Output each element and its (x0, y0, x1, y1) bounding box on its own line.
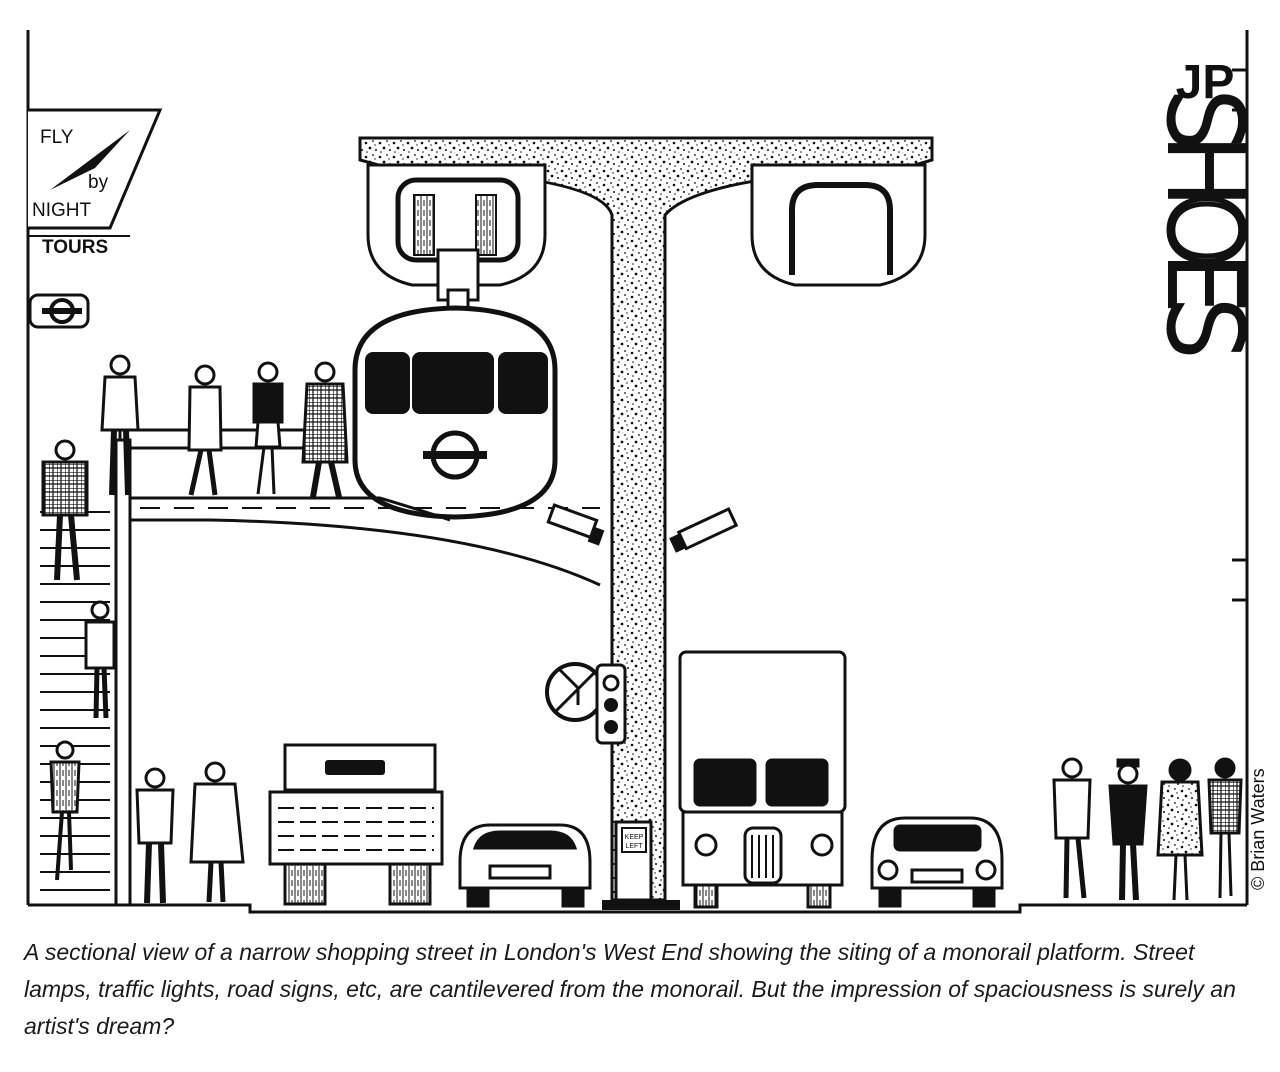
traffic-light (595, 663, 627, 745)
pedestrian (135, 767, 175, 904)
keep-left-bollard: KEEP LEFT (614, 820, 653, 902)
pedestrians-stairs (41, 439, 116, 881)
lorry (268, 743, 444, 906)
shop-logo: JP (1176, 56, 1235, 109)
airline-tours: TOURS (42, 237, 108, 258)
jp-shoes-sign: JP SHOES (1144, 56, 1266, 602)
pedestrian (252, 361, 284, 495)
pedestrian (301, 361, 349, 498)
pedestrian (1052, 757, 1092, 899)
pedestrian (100, 354, 140, 496)
fly-by-night-tours-sign: FLY by NIGHT TOURS (28, 108, 163, 258)
pedestrian (1108, 758, 1148, 901)
right-rail-beam (750, 163, 927, 287)
figure-caption: A sectional view of a narrow shopping st… (24, 939, 1236, 1039)
pedestrian (84, 600, 116, 719)
monorail-car (352, 288, 558, 520)
pedestrian (1156, 758, 1204, 901)
keep-left-text-2: LEFT (625, 843, 643, 850)
pedestrians-street-left (135, 761, 245, 904)
pedestrian (1207, 757, 1243, 899)
car-left (458, 823, 592, 908)
van (678, 650, 847, 909)
left-rail-beam (366, 163, 547, 302)
pedestrians-platform (100, 354, 349, 498)
airline-line-2: by (88, 172, 109, 193)
artist-credit: © Brian Waters (1248, 768, 1268, 890)
monorail-street-section-illustration: KEEP LEFT (26, 30, 1266, 914)
no-turn-road-sign (545, 662, 605, 722)
column-base (602, 900, 680, 910)
shop-word: SHOES (1147, 88, 1264, 353)
pedestrian (41, 439, 89, 581)
airline-line-3: NIGHT (32, 200, 92, 221)
street-lamp-left (546, 503, 605, 546)
pedestrian (49, 740, 81, 881)
airline-line-1: FLY (40, 127, 74, 148)
underground-roundel-icon (28, 293, 90, 329)
street-lamp-right (669, 507, 739, 553)
airplane-icon (50, 130, 130, 190)
keep-left-text-1: KEEP (625, 834, 644, 841)
pedestrian (189, 761, 245, 903)
car-right (870, 816, 1004, 908)
pedestrian (187, 364, 223, 496)
pedestrians-street-right (1052, 757, 1243, 901)
